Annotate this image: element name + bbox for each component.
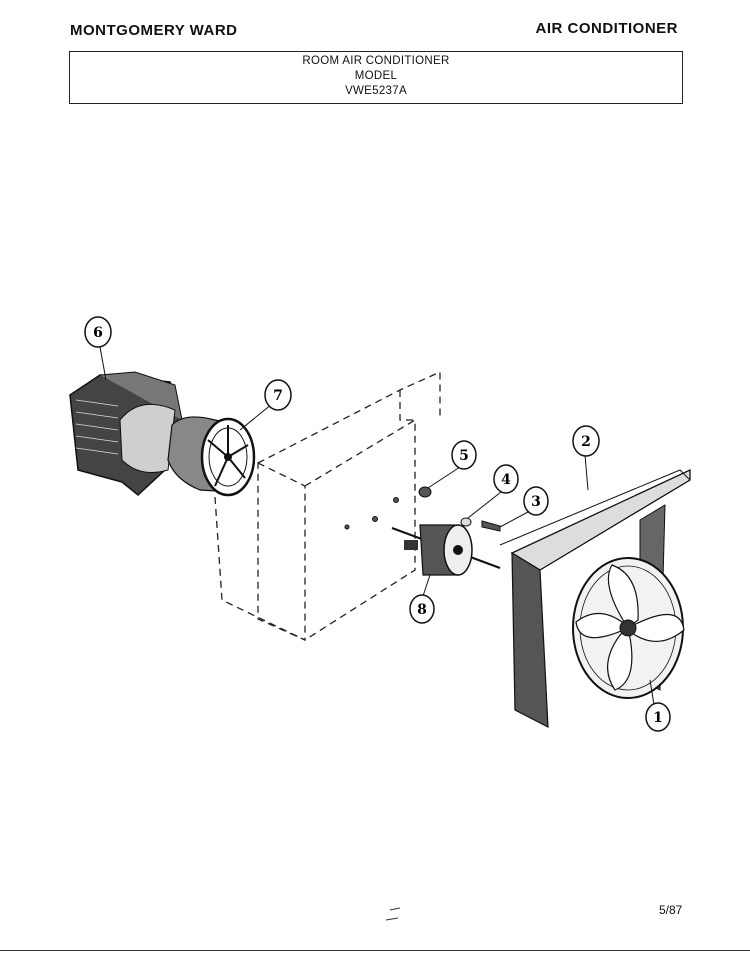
revision-date: 5/87: [659, 903, 683, 917]
brand-name: MONTGOMERY WARD: [70, 22, 238, 39]
svg-text:8: 8: [417, 602, 427, 618]
fan-motor-part-8: [391, 524, 501, 576]
nut-part-5: [418, 486, 432, 498]
title-line-model-number: VWE5237A: [345, 85, 407, 97]
callout-1: 1: [645, 702, 671, 732]
axial-fan-part-1: [572, 557, 685, 699]
svg-text:6: 6: [93, 325, 103, 341]
dashed-mounting-panel: [214, 370, 441, 642]
callout-4: 4: [493, 464, 519, 494]
callout-5: 5: [451, 440, 477, 470]
bolt-part-3: [481, 520, 501, 532]
callout-2: 2: [572, 425, 600, 457]
svg-text:2: 2: [581, 434, 591, 450]
blower-housing-part-6: [69, 371, 183, 496]
svg-text:5: 5: [459, 448, 469, 464]
title-line-model-label: MODEL: [354, 70, 398, 82]
callout-3: 3: [523, 486, 549, 516]
document-category: AIR CONDITIONER: [535, 20, 678, 37]
callout-7: 7: [264, 379, 292, 411]
svg-text:3: 3: [531, 494, 541, 510]
bottom-rule: [0, 950, 750, 951]
title-box: ROOM AIR CONDITIONER MODEL VWE5237A: [69, 51, 683, 104]
svg-text:7: 7: [273, 388, 283, 404]
leader-lines: [99, 346, 655, 706]
washer-part-4: [460, 517, 472, 527]
title-line-product: ROOM AIR CONDITIONER: [302, 55, 450, 67]
callout-6: 6: [84, 316, 112, 348]
callout-8: 8: [409, 594, 435, 624]
scan-marks: [385, 907, 401, 921]
motor-hardware: [344, 486, 501, 532]
svg-text:1: 1: [653, 710, 663, 726]
svg-text:4: 4: [501, 472, 511, 488]
blower-wheel-part-7: [167, 416, 256, 497]
